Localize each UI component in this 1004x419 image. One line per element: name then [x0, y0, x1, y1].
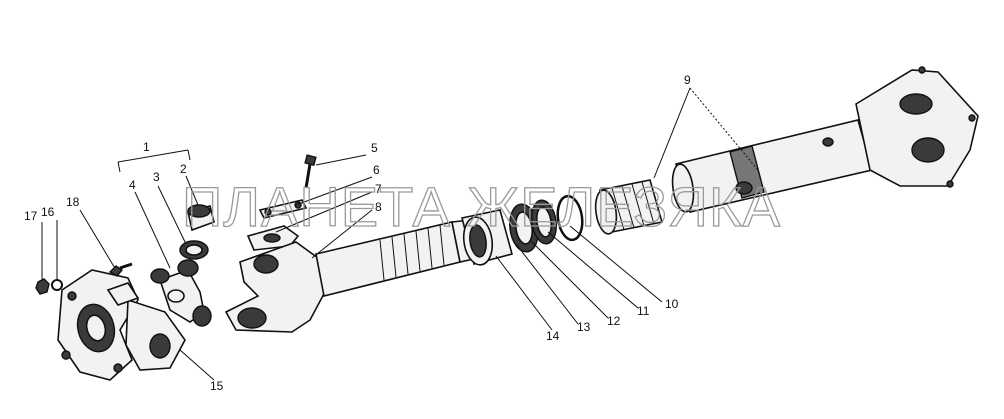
- callout-10: 10: [665, 297, 679, 311]
- callout-14: 14: [546, 329, 560, 343]
- part-far-yoke: [855, 66, 979, 188]
- part-flange-yoke: [57, 269, 186, 381]
- part-bolt: [304, 154, 317, 189]
- callout-3: 3: [153, 170, 160, 184]
- callout-18: 18: [66, 195, 80, 209]
- callout-11: 11: [637, 304, 650, 318]
- callout-1: 1: [143, 140, 150, 154]
- callout-8: 8: [375, 200, 382, 214]
- callout-15: 15: [210, 379, 224, 393]
- part-retaining-ring: [556, 194, 584, 242]
- callout-13: 13: [577, 320, 591, 334]
- part-seal-ring: [179, 240, 209, 260]
- callout-5: 5: [371, 141, 378, 155]
- part-nut: [461, 209, 513, 266]
- part-shaft-tube: [671, 119, 873, 213]
- callout-17: 17: [24, 209, 38, 223]
- callout-6: 6: [373, 163, 380, 177]
- part-hex-nut: [35, 278, 50, 295]
- callout-16: 16: [41, 205, 55, 219]
- callout-2: 2: [180, 162, 187, 176]
- part-washer: [531, 199, 557, 245]
- part-splined-sleeve: [594, 179, 664, 235]
- part-yoke-cap: [246, 225, 300, 251]
- leader-lines: [41, 87, 759, 381]
- callout-4: 4: [129, 178, 136, 192]
- part-flange-bolt: [108, 262, 133, 277]
- callout-9: 9: [684, 73, 691, 87]
- callout-7: 7: [375, 182, 382, 196]
- watermark: ПЛАНЕТА ЖЕЛЕЗЯКА: [182, 175, 781, 238]
- part-cross-spider: [150, 259, 212, 327]
- part-spring-washer: [51, 279, 63, 291]
- part-bearing-cap: [187, 204, 215, 232]
- part-lock-plate: [258, 199, 308, 219]
- callout-12: 12: [607, 314, 621, 328]
